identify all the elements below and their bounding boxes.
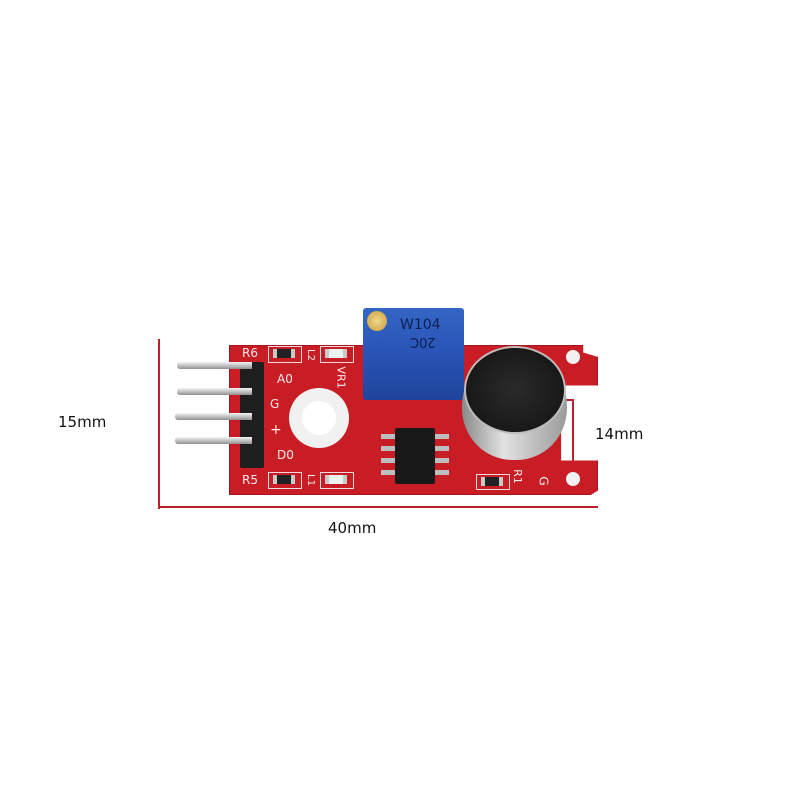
width-dimension-line <box>158 506 598 508</box>
mounting-hole-bottom-right <box>566 472 580 486</box>
label-l1: L1 <box>304 474 316 486</box>
led-l2-footprint <box>320 346 354 363</box>
potentiometer-screw[interactable] <box>367 311 387 331</box>
mic-dimension-bracket-top <box>564 399 574 401</box>
potentiometer-code-line2: 20C <box>410 334 436 349</box>
mic-dimension-bracket-vertical <box>572 399 574 463</box>
label-g-right: G <box>536 476 551 486</box>
led-l1-footprint <box>320 472 354 489</box>
header-pin-plus <box>175 413 252 420</box>
label-r6: R6 <box>242 346 258 360</box>
width-dimension-label: 40mm <box>328 519 377 537</box>
mic-dimension-label: 14mm <box>595 425 644 443</box>
resistor-r6 <box>273 349 295 358</box>
label-r5: R5 <box>242 473 258 487</box>
header-pin-g <box>177 388 252 395</box>
mounting-hole-top-right <box>566 350 580 364</box>
r5-footprint <box>268 472 302 489</box>
r1-footprint <box>476 474 510 490</box>
label-d0: D0 <box>277 448 294 462</box>
label-plus: + <box>270 422 282 438</box>
label-vr1: VR1 <box>334 366 348 389</box>
ic-pins-right <box>435 434 449 480</box>
label-a0: A0 <box>277 372 293 386</box>
label-r1: R1 <box>510 469 524 484</box>
led-l1 <box>325 475 347 484</box>
ic-chip <box>395 428 435 484</box>
ic-pins-left <box>381 434 395 480</box>
resistor-r1 <box>481 477 503 486</box>
microphone-capsule <box>466 348 564 432</box>
mounting-hole-left-center <box>302 401 336 435</box>
label-g: G <box>270 397 280 411</box>
led-l2 <box>325 349 347 358</box>
potentiometer-code-line1: W104 <box>400 317 441 333</box>
height-dimension-label: 15mm <box>58 413 107 431</box>
label-l2: L2 <box>304 349 316 361</box>
header-pin-a0 <box>177 362 252 369</box>
height-dimension-line <box>158 339 160 509</box>
header-pin-d0 <box>175 437 252 444</box>
r6-footprint <box>268 346 302 363</box>
resistor-r5 <box>273 475 295 484</box>
